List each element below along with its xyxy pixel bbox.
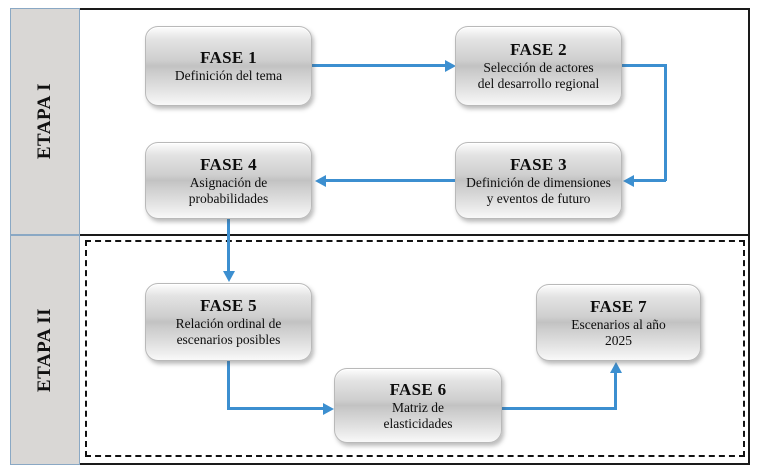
stage-label-etapa-2: ETAPA II (34, 307, 55, 393)
connector-fase5-to-fase6-segment-down (227, 361, 230, 410)
connector-fase2-to-fase3-segment-left (634, 179, 666, 182)
etapa-2-dashed-group (85, 240, 745, 457)
phase-box-fase-6[interactable]: FASE 6 Matriz de elasticidades (334, 368, 502, 443)
phase-title-fase-3: FASE 3 (510, 154, 567, 174)
phase-title-fase-6: FASE 6 (389, 379, 447, 399)
arrowhead-fase6-to-fase7 (609, 362, 622, 373)
phase-title-fase-7: FASE 7 (590, 296, 647, 316)
phase-desc-fase-1: Definición del tema (174, 68, 283, 84)
phase-box-fase-5[interactable]: FASE 5 Relación ordinal de escenarios po… (145, 283, 312, 361)
connector-fase6-to-fase7-segment-right (502, 407, 617, 410)
phase-box-fase-2[interactable]: FASE 2 Selección de actores del desarrol… (455, 26, 622, 106)
connector-fase4-to-fase5 (227, 219, 230, 272)
phase-box-fase-7[interactable]: FASE 7 Escenarios al año 2025 (536, 284, 701, 361)
connector-fase2-to-fase3-segment-down (664, 64, 667, 181)
arrowhead-fase1-to-fase2 (445, 59, 456, 72)
phase-title-fase-1: FASE 1 (200, 48, 257, 68)
arrowhead-fase4-to-fase5 (222, 271, 235, 282)
phase-desc-fase-7: Escenarios al año 2025 (571, 316, 666, 348)
arrowhead-fase3-to-fase4 (315, 174, 326, 187)
connector-fase2-to-fase3-segment-right (622, 64, 667, 67)
connector-fase5-to-fase6-segment-right (227, 407, 325, 410)
phase-box-fase-4[interactable]: FASE 4 Asignación de probabilidades (145, 142, 312, 219)
stage-cell-etapa-2: ETAPA II (10, 235, 80, 465)
phase-box-fase-1[interactable]: FASE 1 Definición del tema (145, 26, 312, 106)
arrowhead-fase2-to-fase3 (623, 174, 634, 187)
connector-fase1-to-fase2 (312, 64, 447, 67)
stage-label-etapa-1: ETAPA I (34, 83, 55, 160)
phase-title-fase-2: FASE 2 (510, 40, 567, 60)
phase-desc-fase-4: Asignación de probabilidades (188, 174, 269, 206)
phase-box-fase-3[interactable]: FASE 3 Definición de dimensiones y event… (455, 142, 622, 219)
phase-desc-fase-6: Matriz de elasticidades (383, 399, 453, 431)
phase-desc-fase-2: Selección de actores del desarrollo regi… (477, 60, 600, 92)
arrowhead-fase5-to-fase6 (323, 402, 334, 415)
phase-desc-fase-3: Definición de dimensiones y eventos de f… (466, 174, 611, 206)
phase-desc-fase-5: Relación ordinal de escenarios posibles (175, 316, 282, 348)
stage-cell-etapa-1: ETAPA I (10, 8, 80, 235)
phase-title-fase-4: FASE 4 (200, 154, 257, 174)
stage-divider (10, 234, 750, 236)
connector-fase6-to-fase7-segment-up (614, 373, 617, 410)
connector-fase3-to-fase4 (326, 179, 455, 182)
phase-title-fase-5: FASE 5 (200, 296, 257, 316)
